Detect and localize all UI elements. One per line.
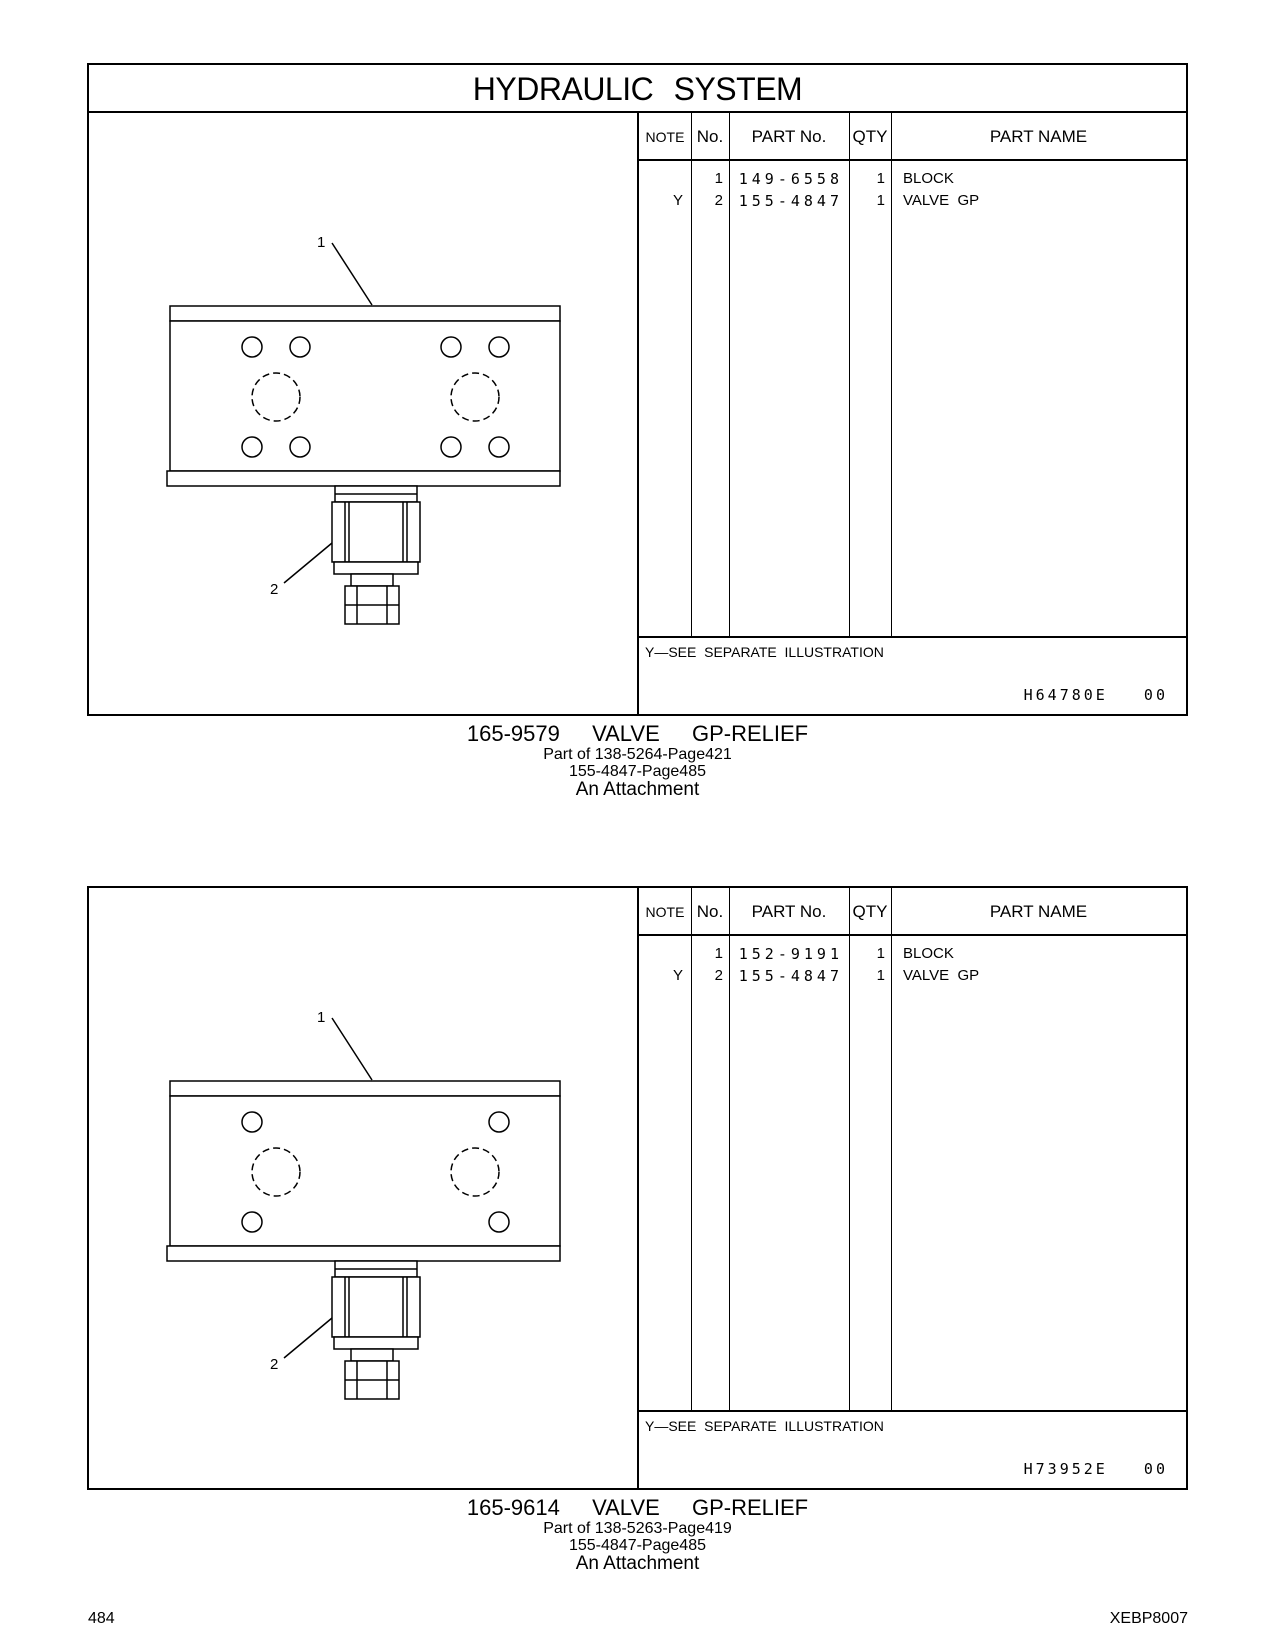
row-part-no: 155-4847	[738, 967, 843, 985]
row-qty: 1	[876, 945, 885, 962]
group-caption-1: 165-9579 VALVE GP-RELIEF Part of 138-526…	[87, 722, 1188, 800]
attachment-note: An Attachment	[575, 1553, 700, 1574]
header-note: NOTE	[645, 129, 685, 145]
legend-note: Y—SEE SEPARATE ILLUSTRATION	[645, 644, 884, 660]
row-part-name: VALVE GP	[903, 967, 980, 984]
row-part-no: 152-9191	[738, 945, 843, 963]
column-divider	[729, 113, 730, 636]
row-note: Y	[672, 967, 683, 984]
group-title: 165-9614 VALVE GP-RELIEF	[466, 1495, 809, 1520]
exploded-illustration-1: 1 2	[89, 113, 639, 714]
row-no: 1	[714, 170, 723, 187]
valve-block-drawing-1: 1 2	[166, 234, 561, 625]
header-qty: QTY	[852, 127, 888, 146]
illustration-code: H73952E 00	[1023, 1460, 1168, 1478]
document-id: XEBP8007	[1109, 1610, 1188, 1627]
part-of-reference: Part of 138-5264-Page421	[543, 746, 732, 763]
header-part-no: PART No.	[751, 127, 827, 146]
group-title: 165-9579 VALVE GP-RELIEF	[466, 721, 809, 746]
header-part-name: PART NAME	[989, 127, 1088, 146]
row-part-no: 149-6558	[738, 170, 843, 188]
attachment-note: An Attachment	[575, 779, 700, 800]
system-title: HYDRAULIC SYSTEM	[89, 65, 1186, 113]
legend-note: Y—SEE SEPARATE ILLUSTRATION	[645, 1418, 884, 1434]
parts-frame-2: 1 2 NOTE No. PART No. QTY PART NAME 1 15…	[87, 886, 1188, 1490]
parts-frame-1: HYDRAULIC SYSTEM	[87, 63, 1188, 716]
callout-2: 2	[270, 1356, 278, 1373]
header-part-no: PART No.	[751, 902, 827, 921]
frame-panel-1: 1 2 NOTE No. PART No. QTY PART NAME 1 14…	[89, 113, 1186, 714]
header-no: No.	[696, 902, 724, 921]
column-divider	[891, 888, 892, 1410]
parts-list-1: NOTE No. PART No. QTY PART NAME 1 149-65…	[639, 113, 1186, 714]
callout-1: 1	[317, 234, 325, 251]
callout-2: 2	[270, 581, 278, 598]
valve-block-drawing-2: 1 2	[166, 1009, 561, 1400]
legend-area: Y—SEE SEPARATE ILLUSTRATION H73952E 00	[639, 1410, 1186, 1488]
column-divider	[891, 113, 892, 636]
page-reference: 155-4847-Page485	[568, 1537, 706, 1554]
row-part-name: BLOCK	[903, 170, 954, 187]
page-reference: 155-4847-Page485	[568, 763, 706, 780]
parts-list-2: NOTE No. PART No. QTY PART NAME 1 152-91…	[639, 888, 1186, 1488]
parts-row: Y 2 155-4847 1 VALVE GP	[639, 965, 1186, 987]
row-qty: 1	[876, 192, 885, 209]
page-number: 484	[88, 1610, 115, 1627]
row-part-no: 155-4847	[738, 192, 843, 210]
parts-row: 1 152-9191 1 BLOCK	[639, 943, 1186, 965]
parts-row: 1 149-6558 1 BLOCK	[639, 168, 1186, 190]
exploded-illustration-2: 1 2	[89, 888, 639, 1488]
illustration-code: H64780E 00	[1023, 686, 1168, 704]
row-qty: 1	[876, 967, 885, 984]
row-part-name: BLOCK	[903, 945, 954, 962]
parts-list-header: NOTE No. PART No. QTY PART NAME	[639, 113, 1186, 161]
parts-list-header: NOTE No. PART No. QTY PART NAME	[639, 888, 1186, 936]
header-no: No.	[696, 127, 724, 146]
parts-row: Y 2 155-4847 1 VALVE GP	[639, 190, 1186, 212]
header-part-name: PART NAME	[989, 902, 1088, 921]
column-divider	[691, 888, 692, 1410]
header-qty: QTY	[852, 902, 888, 921]
column-divider	[849, 113, 850, 636]
row-no: 2	[714, 192, 723, 209]
row-note: Y	[672, 192, 683, 209]
header-note: NOTE	[645, 904, 685, 920]
legend-area: Y—SEE SEPARATE ILLUSTRATION H64780E 00	[639, 636, 1186, 714]
part-of-reference: Part of 138-5263-Page419	[543, 1520, 732, 1537]
row-qty: 1	[876, 170, 885, 187]
row-no: 2	[714, 967, 723, 984]
column-divider	[729, 888, 730, 1410]
column-divider	[849, 888, 850, 1410]
callout-1: 1	[317, 1009, 325, 1026]
group-caption-2: 165-9614 VALVE GP-RELIEF Part of 138-526…	[87, 1496, 1188, 1574]
row-part-name: VALVE GP	[903, 192, 980, 209]
column-divider	[691, 113, 692, 636]
row-no: 1	[714, 945, 723, 962]
frame-panel-2: 1 2 NOTE No. PART No. QTY PART NAME 1 15…	[89, 888, 1186, 1488]
